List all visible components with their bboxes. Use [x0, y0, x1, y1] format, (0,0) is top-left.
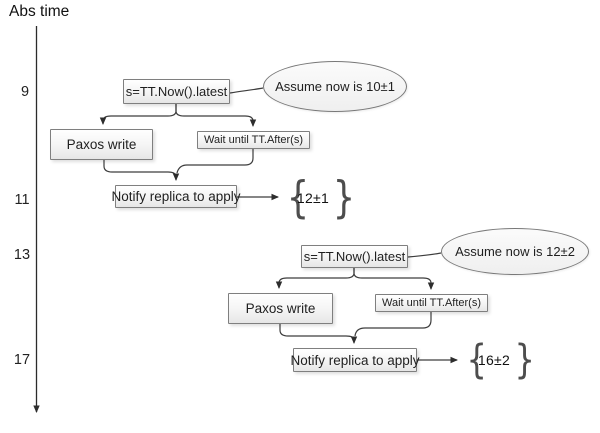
flow2-result: 16±2 [477, 352, 511, 368]
connector-paxos2-notify2 [279, 324, 358, 344]
connector-now2-assumption2 [407, 252, 442, 258]
axis-tick-17: 17 [13, 352, 31, 368]
flow2-assumption-ellipse: Assume now is 12±2 [441, 228, 589, 275]
flow1-result: 12±1 [296, 190, 330, 206]
connector-now2-wait2 [353, 268, 435, 290]
connector-paxos1-notify1 [103, 160, 180, 181]
axis-tick-11: 11 [14, 192, 30, 208]
flow1-assumption-ellipse: Assume now is 10±1 [263, 61, 407, 112]
flow1-wait-box: Wait until TT.After(s) [197, 131, 310, 149]
connector-wait2-notify2 [354, 312, 432, 337]
connector-wait1-notify1 [176, 149, 254, 174]
connector-now1-assumption1 [229, 87, 264, 94]
flow1-open-brace: { [286, 172, 310, 223]
flow2-now-box: s=TT.Now().latest [301, 245, 408, 268]
connector-now1-wait1 [175, 104, 257, 127]
axis-label: Abs time [9, 3, 70, 20]
axis-tick-9: 9 [20, 84, 30, 100]
flow2-paxos-box: Paxos write [228, 293, 333, 324]
flow1-close-brace: } [332, 172, 356, 223]
flow2-close-brace: } [514, 337, 535, 383]
flow1-notify-box: Notify replica to apply [111, 185, 241, 208]
flow1-paxos-box: Paxos write [50, 129, 153, 160]
connector-now2-paxos2 [275, 268, 355, 289]
axis-tick-13: 13 [13, 247, 31, 263]
flow2-notify-box: Notify replica to apply [290, 348, 420, 372]
flow2-wait-box: Wait until TT.After(s) [375, 294, 488, 312]
flow2-open-brace: { [466, 337, 487, 383]
connector-now1-paxos1 [99, 104, 177, 125]
flow1-now-box: s=TT.Now().latest [123, 79, 230, 104]
